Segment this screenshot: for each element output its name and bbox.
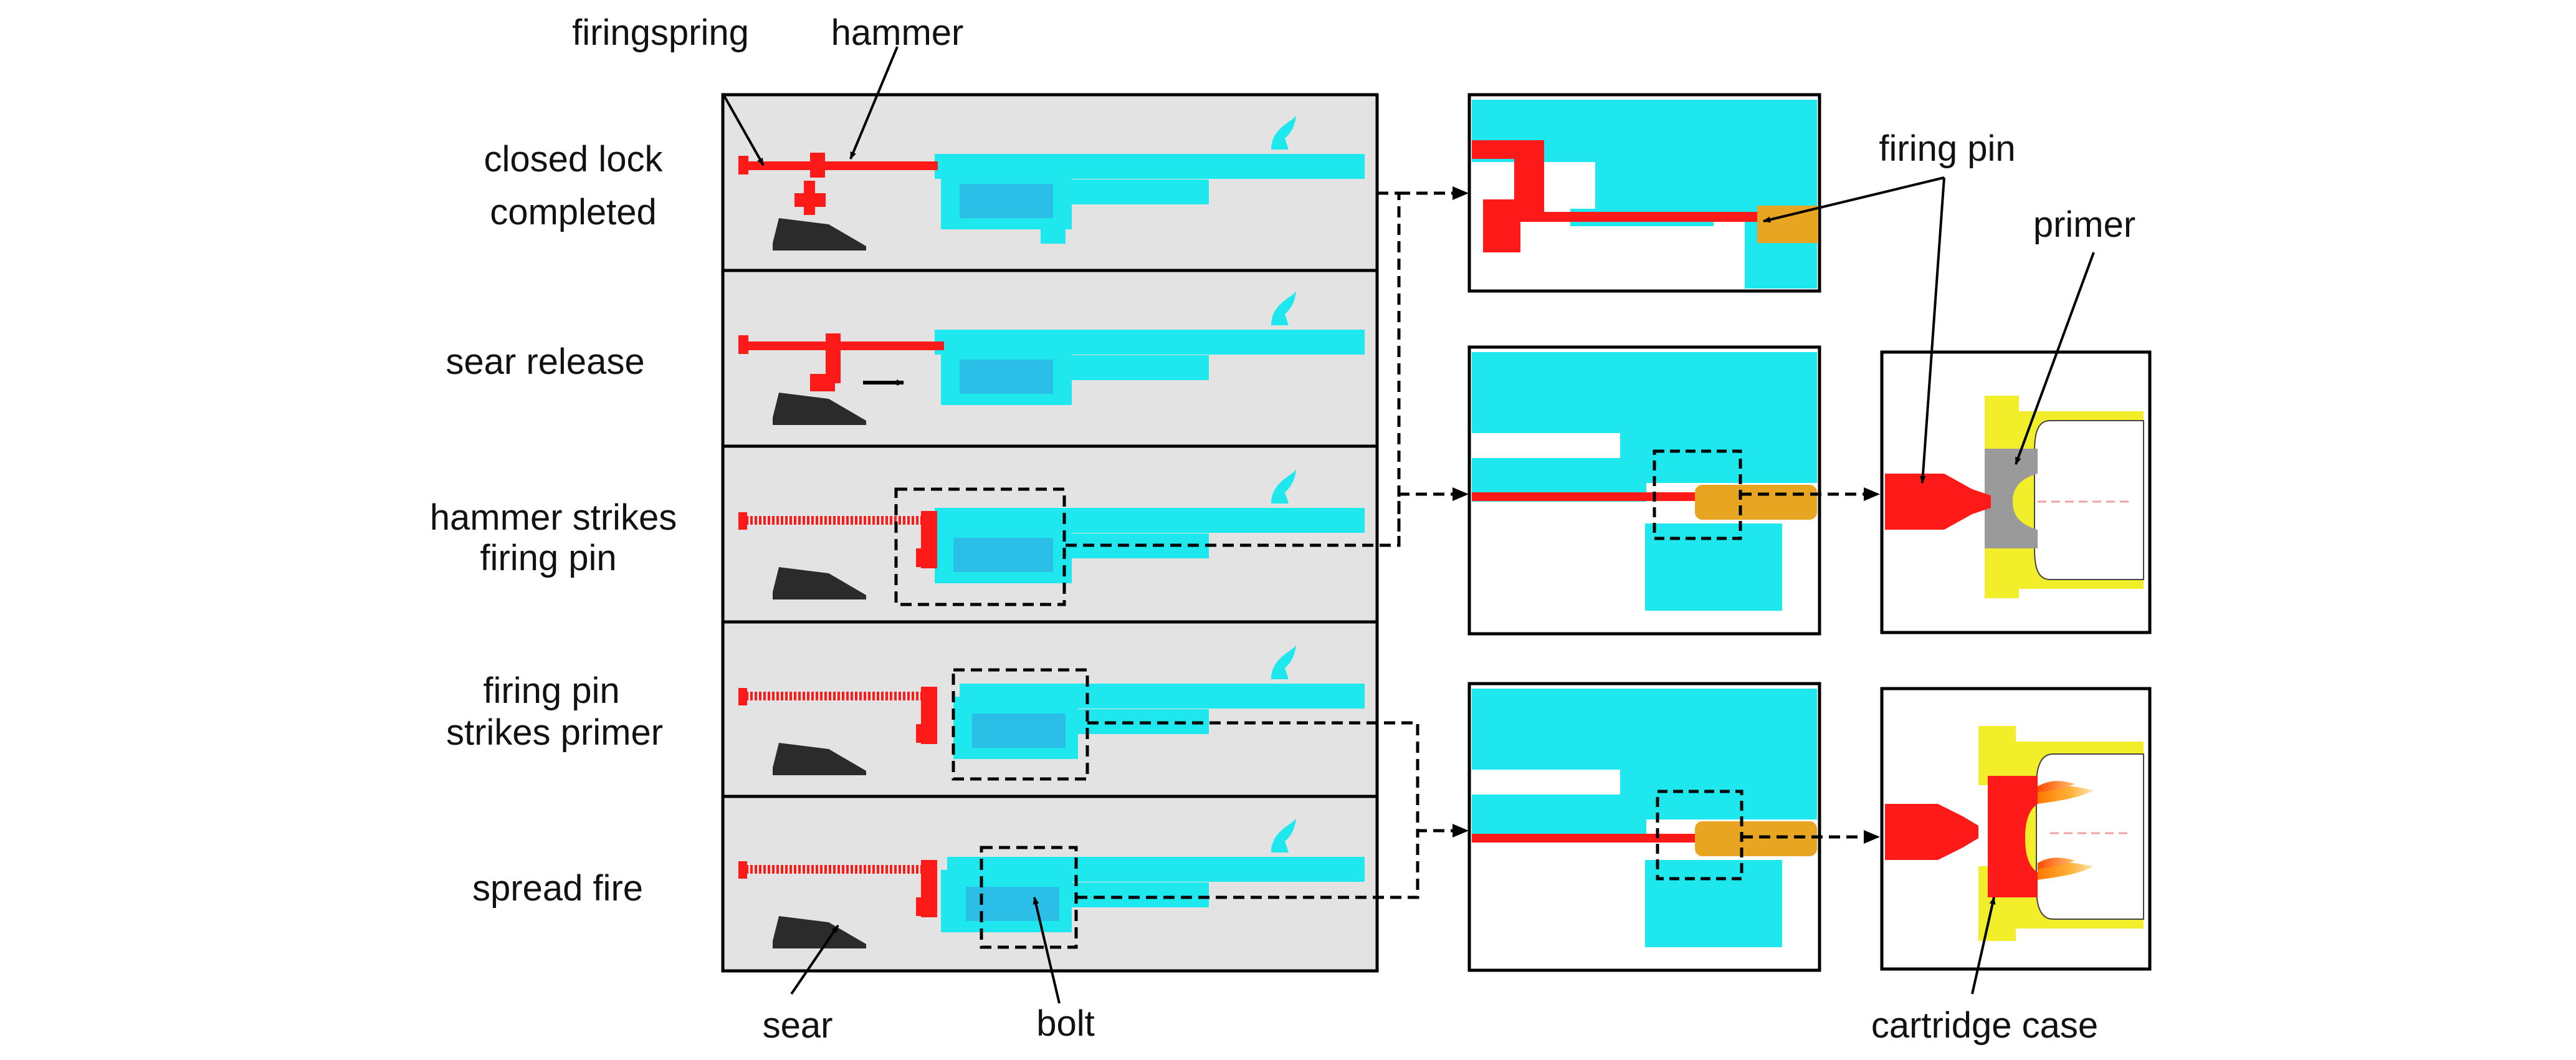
stage-1-label-line2: completed [490,192,657,232]
stage-5-label: spread fire [472,868,643,909]
connector-top [1377,191,1401,545]
detail-panel-3 [1467,682,1821,972]
stage-3-label-line2: firing pin [480,538,616,578]
stage-2-label: sear release [446,341,644,382]
stage-4-label-line1: firing pin [483,671,619,711]
stage-labels: closed lock completed sear release hamme… [430,139,677,909]
label-firing-pin: firing pin [1879,128,2015,169]
callout-box-detail-3 [1656,790,1744,881]
detail-panel-2 [1467,345,1821,636]
part-labels: firingspring hammer firing pin primer se… [572,12,2135,1046]
callout-box-stage-3 [894,487,1066,606]
label-hammer: hammer [831,12,964,53]
mechanism-stage-5 [738,818,1365,949]
detail-panel-1 [1467,93,1821,293]
leader-lines [722,46,2095,1004]
cartridge-panel-primer [1880,350,2152,634]
cartridge-panel-fire [1880,687,2152,971]
label-primer: primer [2033,204,2135,245]
stage-4-label-line2: strikes primer [446,712,663,753]
mechanism-stage-3 [738,469,1365,606]
stage-1-label-line1: closed lock [484,139,664,179]
label-bolt: bolt [1036,1003,1095,1044]
mechanism-stage-2 [738,291,1365,425]
label-sear: sear [763,1005,833,1046]
mechanism-stage-1 [738,115,1365,251]
label-firing-spring: firingspring [572,12,749,53]
label-cartridge-case: cartridge case [1871,1005,2098,1046]
stage-3-label-line1: hammer strikes [430,497,677,538]
